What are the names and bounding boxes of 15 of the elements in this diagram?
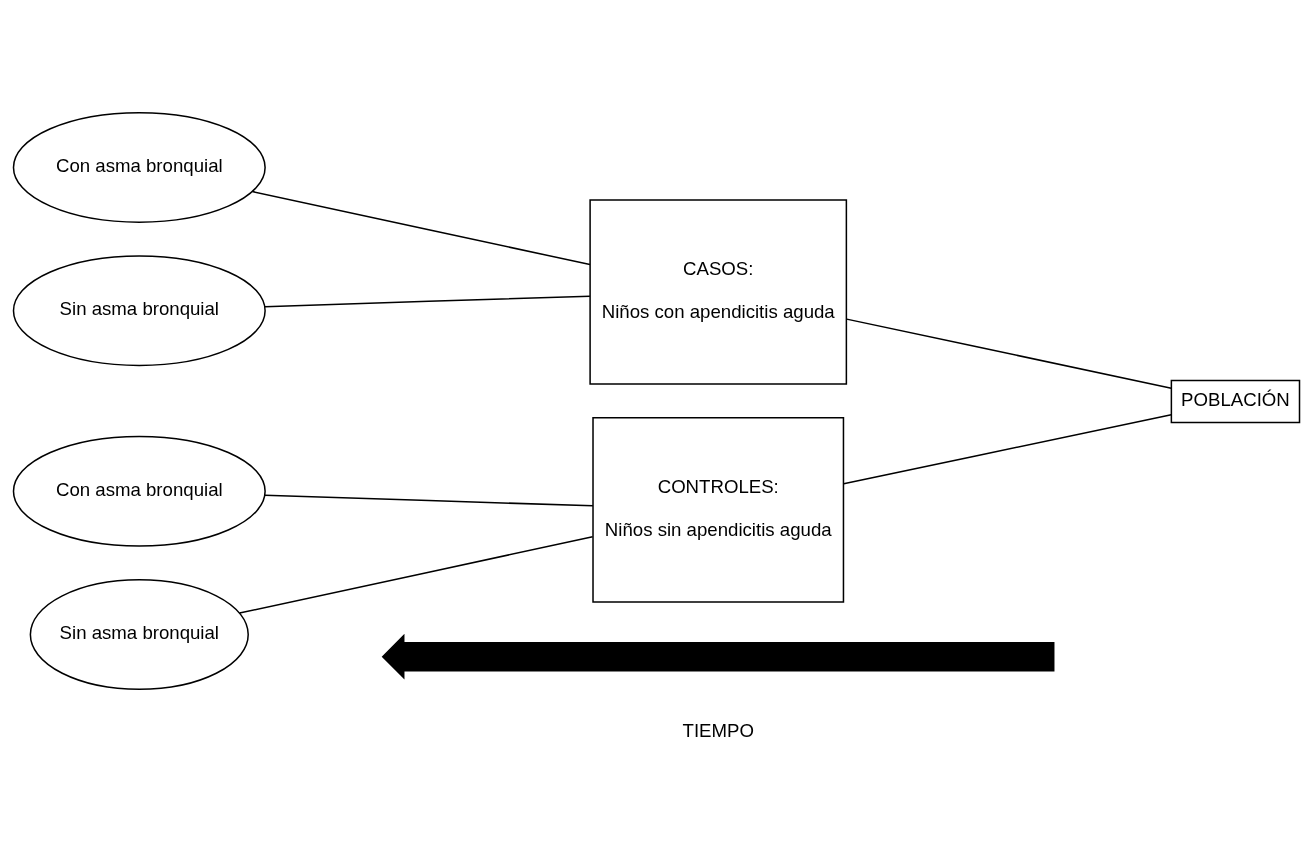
node-ellipse: Con asma bronquial (12, 111, 266, 223)
connector (264, 294, 591, 307)
node-ellipse: Sin asma bronquial (29, 578, 249, 690)
node-ellipse: Con asma bronquial (12, 435, 266, 547)
node-box: CASOS: Niños con apendicitis aguda (589, 198, 848, 385)
connector (845, 317, 1173, 389)
node-arrow (381, 633, 1055, 679)
node-box: POBLACIÓN (1170, 379, 1301, 423)
node-ellipse: Sin asma bronquial (12, 254, 266, 366)
connector (251, 190, 591, 265)
connector (264, 494, 594, 507)
node-box: CONTROLES: Niños sin apendicitis aguda (592, 416, 845, 603)
node-label: TIEMPO (682, 719, 754, 741)
connector (238, 535, 594, 614)
connector (842, 413, 1172, 484)
